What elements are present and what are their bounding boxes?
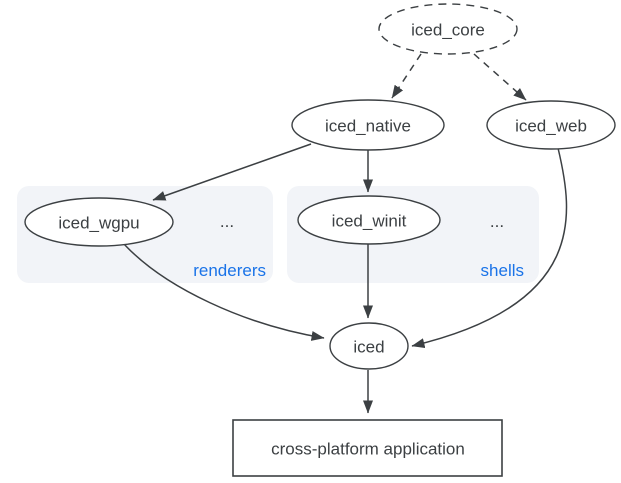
node-iced-web: iced_web (486, 100, 616, 150)
node-iced-wgpu: iced_wgpu (24, 197, 174, 247)
group-renderers-ellipsis: ... (220, 212, 234, 231)
node-iced-wgpu-label: iced_wgpu (58, 214, 139, 233)
edge-iced_core-iced_web (473, 53, 527, 101)
node-iced-core-shape (378, 3, 518, 55)
edge-iced_core-iced_native (391, 53, 422, 99)
node-iced-winit: iced_winit (297, 195, 441, 245)
node-iced-native: iced_native (291, 99, 445, 151)
node-iced-label: iced (353, 338, 384, 357)
node-application-shape (232, 419, 503, 477)
node-application: cross-platform application (232, 419, 503, 477)
node-iced-core: iced_core (378, 3, 518, 55)
node-iced-core-label: iced_core (411, 21, 485, 40)
node-iced: iced (329, 322, 409, 370)
group-shells-ellipsis: ... (490, 212, 504, 231)
group-shells-label: shells (481, 261, 524, 280)
group-renderers-label: renderers (193, 261, 266, 280)
node-iced-web-label: iced_web (515, 117, 587, 136)
node-iced-shape (329, 322, 409, 370)
node-iced-native-label: iced_native (325, 117, 411, 136)
edge-iced_native-iced_wgpu (152, 143, 312, 201)
edge-iced_wgpu-iced (123, 243, 325, 341)
node-iced-native-shape (291, 99, 445, 151)
node-application-label: cross-platform application (271, 440, 465, 459)
node-iced-winit-shape (297, 195, 441, 245)
node-iced-winit-label: iced_winit (332, 212, 407, 231)
edge-iced_web-iced (411, 147, 568, 348)
node-iced-wgpu-shape (24, 197, 174, 247)
node-iced-web-shape (486, 100, 616, 150)
